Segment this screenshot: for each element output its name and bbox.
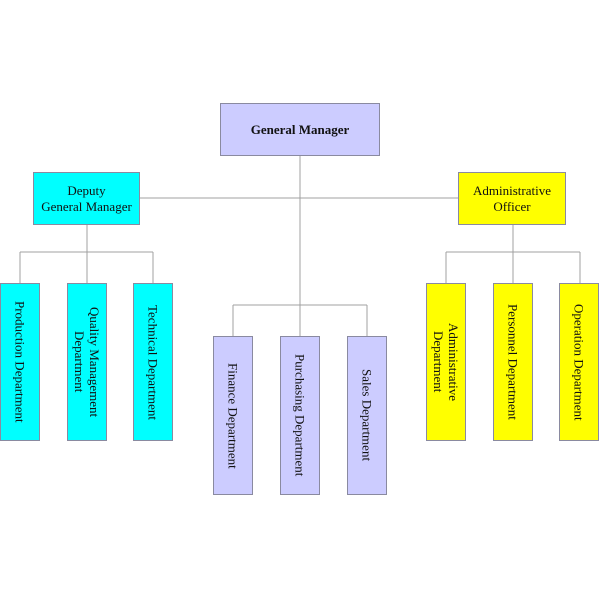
deputy-general-manager-box: Deputy General Manager (33, 172, 140, 225)
administrative-department-box: Administrative Department (426, 283, 466, 441)
technical-department-box: Technical Department (133, 283, 173, 441)
production-department-label: Production Department (12, 301, 28, 423)
administrative-officer-label: Administrative Officer (473, 182, 551, 214)
personnel-department-label: Personnel Department (505, 304, 521, 420)
administrative-officer-box: Administrative Officer (458, 172, 566, 225)
operation-department-box: Operation Department (559, 283, 599, 441)
operation-department-label: Operation Department (571, 303, 587, 421)
deputy-general-manager-label: Deputy General Manager (41, 182, 132, 214)
finance-department-box: Finance Department (213, 336, 253, 495)
purchasing-department-box: Purchasing Department (280, 336, 320, 495)
sales-department-box: Sales Department (347, 336, 387, 495)
purchasing-department-label: Purchasing Department (292, 354, 308, 477)
general-manager-box: General Manager (220, 103, 380, 156)
production-department-box: Production Department (0, 283, 40, 441)
quality-management-department-box: Quality Management Department (67, 283, 107, 441)
sales-department-label: Sales Department (359, 369, 375, 462)
technical-department-label: Technical Department (145, 304, 161, 420)
administrative-department-label: Administrative Department (431, 323, 461, 401)
personnel-department-box: Personnel Department (493, 283, 533, 441)
quality-management-department-label: Quality Management Department (72, 306, 102, 418)
general-manager-label: General Manager (250, 121, 350, 137)
finance-department-label: Finance Department (225, 362, 241, 469)
